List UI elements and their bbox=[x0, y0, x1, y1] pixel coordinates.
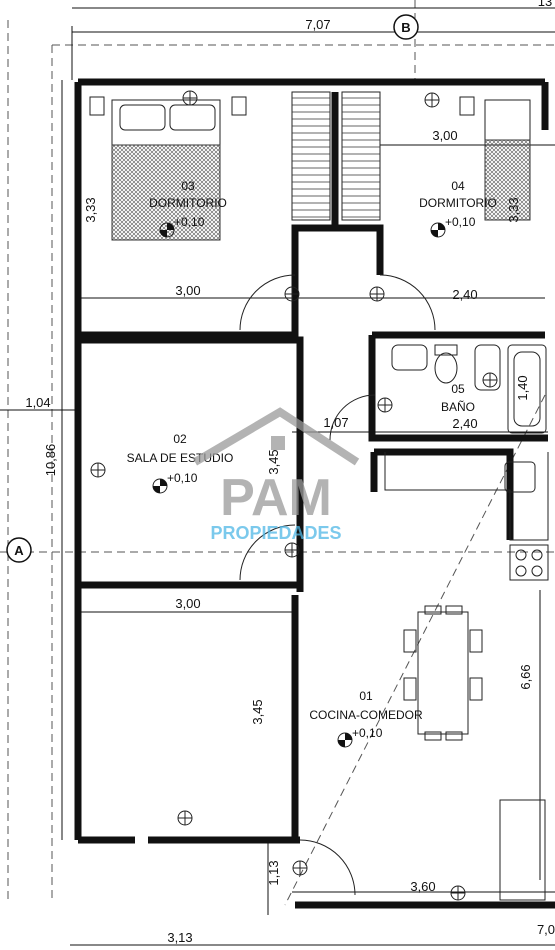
house-roof-icon bbox=[192, 407, 360, 466]
kitchen-counter bbox=[384, 452, 549, 901]
light-icon bbox=[424, 92, 440, 108]
room-number: 03 bbox=[181, 179, 195, 193]
room-number: 01 bbox=[359, 689, 373, 703]
walls bbox=[74, 78, 555, 909]
light-icon bbox=[369, 286, 385, 302]
level-icon bbox=[337, 732, 353, 748]
axis-marker-b: B bbox=[393, 14, 419, 40]
room-number: 04 bbox=[451, 179, 465, 193]
dining-table bbox=[403, 605, 483, 741]
dim-bottom-left-width: 3,13 bbox=[167, 930, 192, 945]
level-icon bbox=[159, 222, 175, 238]
dim-dorm04-height: 3,33 bbox=[506, 197, 521, 222]
dimension-labels: 7,07 13 3,00 3,33 3,33 3,00 2,40 1,04 10… bbox=[25, 0, 555, 945]
property-lines bbox=[0, 0, 555, 906]
room-label-bano: 05 BAÑO bbox=[441, 382, 475, 414]
room-label-cocina-comedor: 01 COCINA-COMEDOR +0,10 bbox=[309, 689, 423, 740]
dim-dorm04-width: 3,00 bbox=[432, 128, 457, 143]
room-level: +0,10 bbox=[167, 471, 198, 485]
dim-bano-height: 1,40 bbox=[515, 375, 530, 400]
light-icon bbox=[284, 286, 300, 302]
level-icon bbox=[152, 478, 168, 494]
axis-label-b: B bbox=[401, 20, 410, 35]
window-icon bbox=[271, 436, 285, 450]
room-name: DORMITORIO bbox=[419, 196, 497, 210]
stairs bbox=[291, 91, 381, 221]
room-name: COCINA-COMEDOR bbox=[309, 708, 423, 722]
room-label-dormitorio-03: 03 DORMITORIO +0,10 bbox=[149, 179, 227, 229]
dim-kitchen-height: 6,66 bbox=[518, 664, 533, 689]
dim-corridor-width: 1,07 bbox=[323, 415, 348, 430]
bed-dormitorio-03 bbox=[89, 96, 247, 241]
room-name: BAÑO bbox=[441, 400, 475, 414]
dim-dorm03-height: 3,33 bbox=[83, 197, 98, 222]
level-markers bbox=[152, 222, 446, 748]
dim-left-offset: 1,04 bbox=[25, 395, 50, 410]
light-icon bbox=[292, 860, 308, 876]
dim-top-right-partial: 13 bbox=[538, 0, 552, 9]
dim-bottom-right-width: 3,60 bbox=[410, 879, 435, 894]
dim-dorm03-bottom: 3,00 bbox=[175, 283, 200, 298]
room-label-dormitorio-04: 04 DORMITORIO +0,10 bbox=[419, 179, 497, 229]
room-level: +0,10 bbox=[352, 726, 383, 740]
room-level: +0,10 bbox=[445, 215, 476, 229]
dim-dorm04-bottom: 2,40 bbox=[452, 287, 477, 302]
axis-label-a: A bbox=[14, 543, 24, 558]
dim-top-width: 7,07 bbox=[305, 17, 330, 32]
bathroom-fixtures bbox=[391, 344, 547, 434]
light-icon bbox=[182, 90, 198, 106]
dim-lower-room-height: 3,45 bbox=[250, 699, 265, 724]
light-icon bbox=[482, 372, 498, 388]
watermark-title: PAM bbox=[220, 469, 332, 527]
room-name: DORMITORIO bbox=[149, 196, 227, 210]
light-icon bbox=[177, 810, 193, 826]
light-icon bbox=[377, 397, 393, 413]
dim-sala-height: 3,45 bbox=[266, 449, 281, 474]
dim-bottom-right-partial: 7,0 bbox=[537, 922, 555, 937]
watermark: PAM PROPIEDADES bbox=[192, 407, 360, 543]
dim-total-height: 10,86 bbox=[43, 444, 58, 477]
level-icon bbox=[430, 222, 446, 238]
dim-entry-height: 1,13 bbox=[266, 860, 281, 885]
light-icon bbox=[284, 542, 300, 558]
door-swings bbox=[239, 274, 436, 896]
room-number: 05 bbox=[451, 382, 465, 396]
room-level: +0,10 bbox=[174, 215, 205, 229]
light-icon bbox=[450, 885, 466, 901]
axis-marker-a: A bbox=[6, 537, 32, 563]
light-fixtures bbox=[90, 90, 498, 901]
room-number: 02 bbox=[173, 432, 187, 446]
dim-lower-room-width: 3,00 bbox=[175, 596, 200, 611]
light-icon bbox=[90, 462, 106, 478]
bed-dormitorio-04 bbox=[459, 96, 531, 221]
dim-bano-width: 2,40 bbox=[452, 416, 477, 431]
room-label-sala-estudio: 02 SALA DE ESTUDIO +0,10 bbox=[127, 432, 234, 485]
watermark-subtitle: PROPIEDADES bbox=[210, 523, 341, 543]
